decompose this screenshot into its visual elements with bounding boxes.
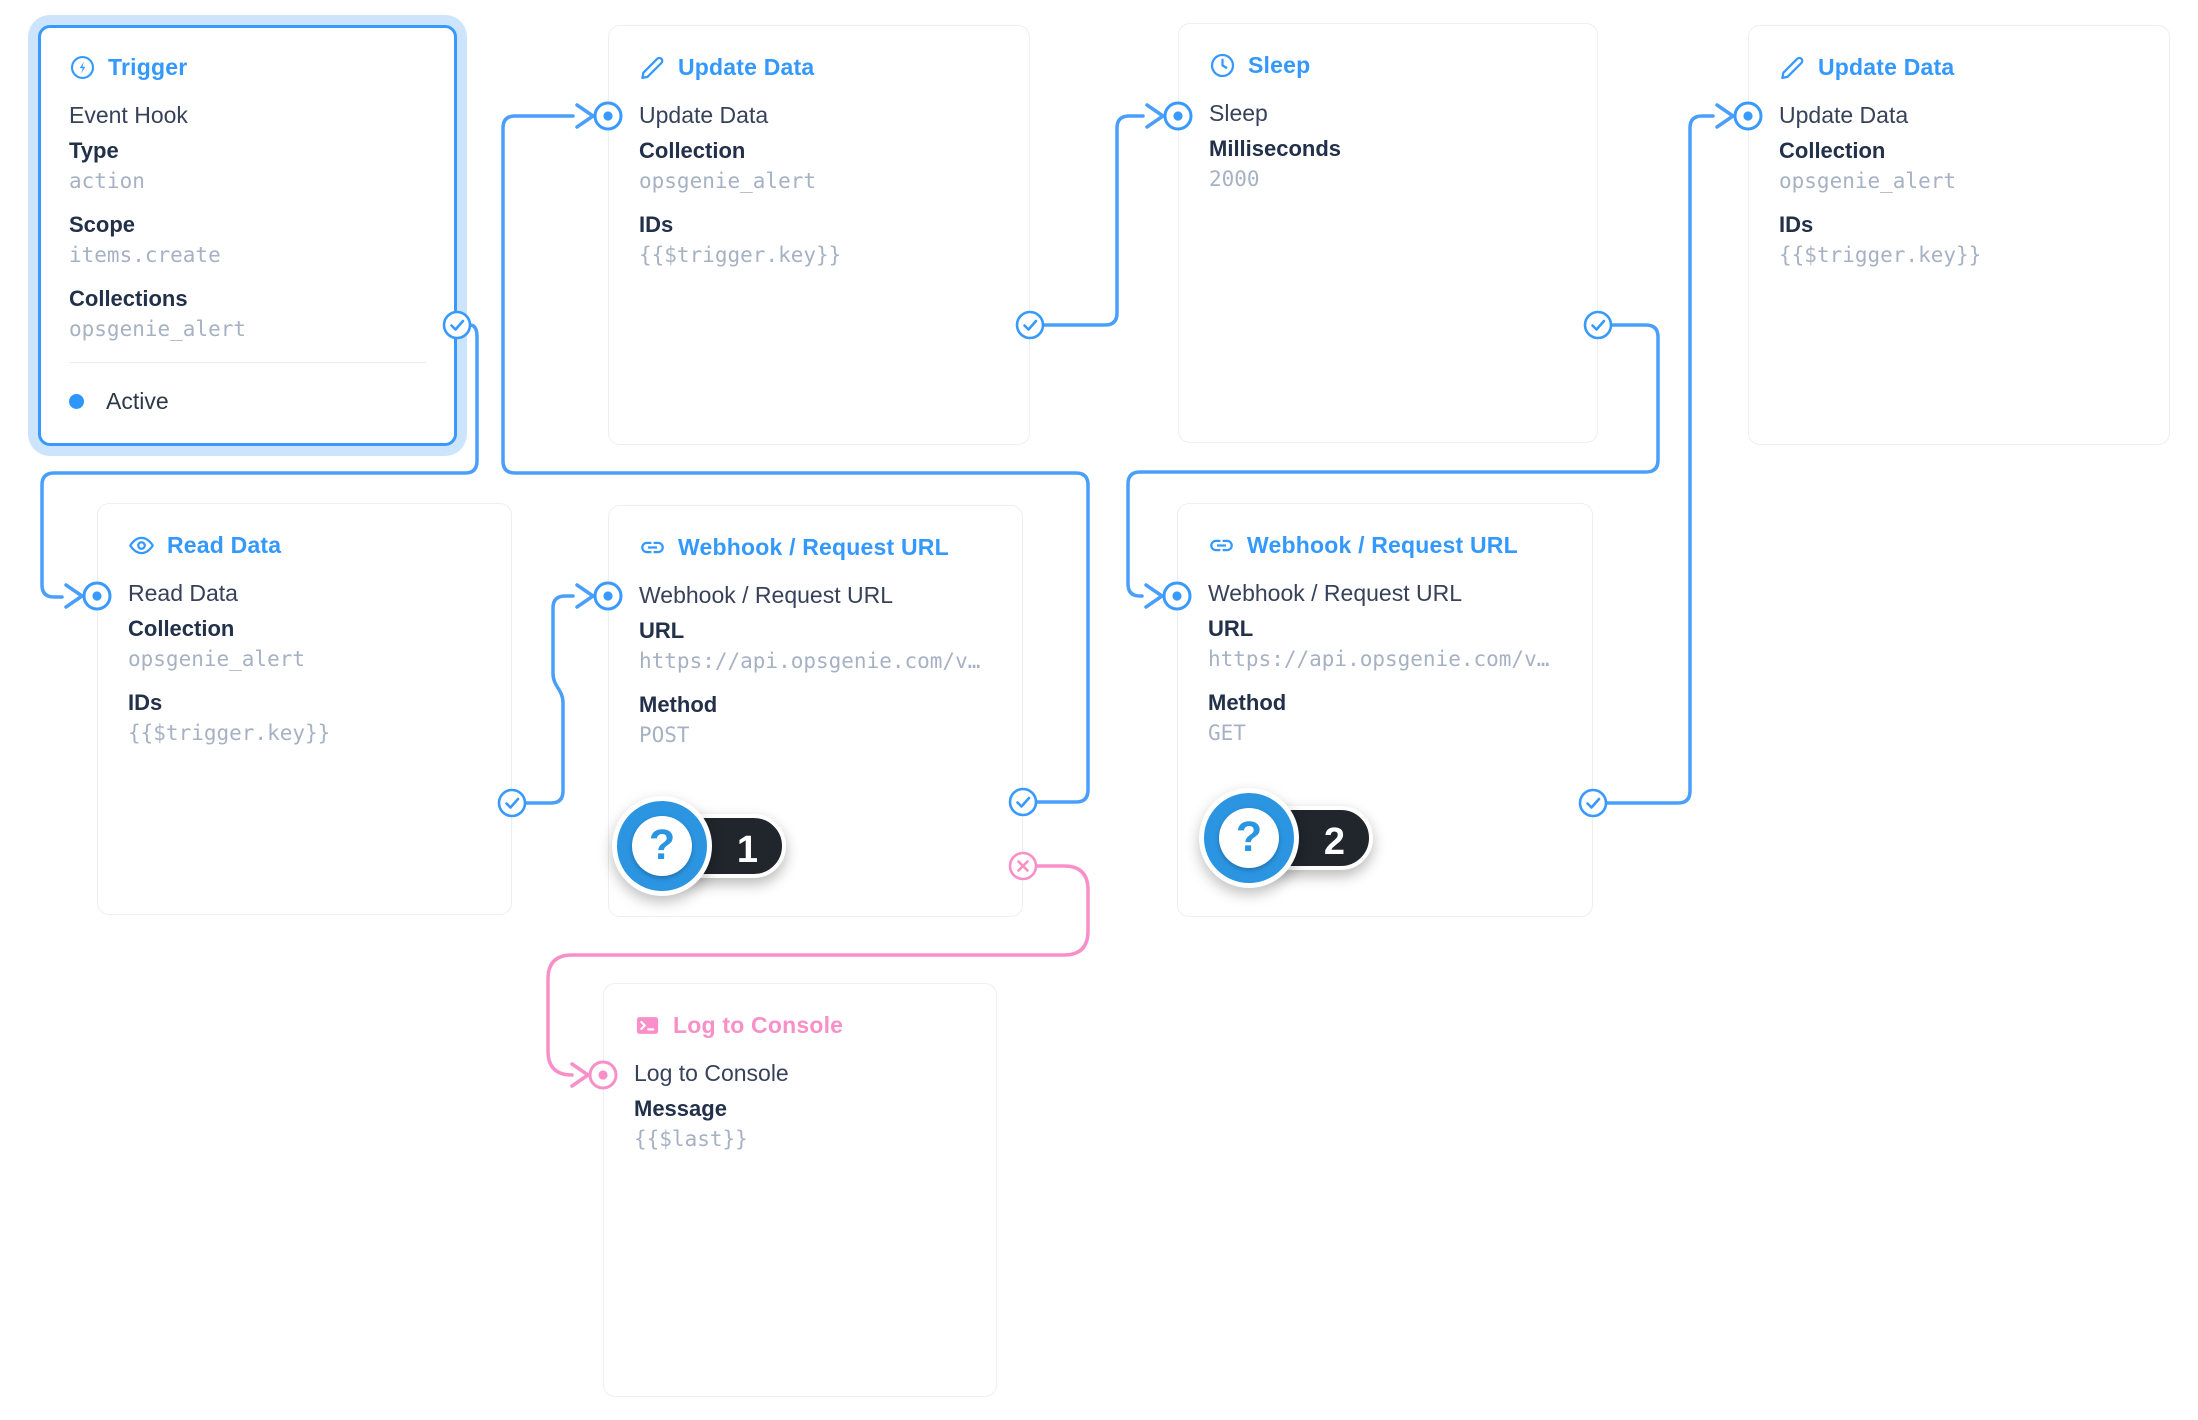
run-badge-webhook-1[interactable]: 1 ?: [612, 796, 812, 916]
node-sleep[interactable]: Sleep Sleep Milliseconds 2000: [1178, 23, 1598, 443]
node-field: Collection opsgenie_alert: [639, 138, 817, 193]
node-field: Type action: [69, 138, 145, 193]
node-field: IDs {{$trigger.key}}: [128, 690, 331, 745]
run-badge-webhook-2[interactable]: 2 ?: [1199, 788, 1399, 908]
node-header-label: Webhook / Request URL: [1247, 531, 1518, 558]
arrowhead-icon: [575, 103, 595, 129]
node-field: IDs {{$trigger.key}}: [639, 212, 842, 267]
node-header-label: Update Data: [1818, 53, 1955, 80]
node-field: Collection opsgenie_alert: [1779, 138, 1957, 193]
pencil-icon: [1779, 54, 1806, 81]
wire-webhook2-to-update2: [1604, 114, 1715, 805]
node-field: Collections opsgenie_alert: [69, 286, 247, 341]
arrowhead-icon: [570, 1062, 590, 1088]
node-header: Trigger: [69, 52, 426, 82]
node-log-to-console[interactable]: Log to Console Log to Console Message {{…: [603, 983, 997, 1397]
status-label: Active: [106, 387, 169, 414]
node-read-data[interactable]: Read Data Read Data Collection opsgenie_…: [97, 503, 512, 915]
node-field: Collection opsgenie_alert: [128, 616, 306, 671]
node-header: Sleep: [1209, 50, 1567, 80]
node-field: Scope items.create: [69, 212, 221, 267]
node-title: Update Data: [1779, 102, 1909, 128]
node-field: Method POST: [639, 692, 718, 747]
pencil-icon: [639, 54, 666, 81]
node-update-data-2[interactable]: Update Data Update Data Collection opsge…: [1748, 25, 2170, 445]
clock-icon: [1209, 52, 1236, 79]
node-header-label: Read Data: [167, 531, 282, 558]
node-field: URL https://api.opsgenie.com/v…: [639, 618, 981, 673]
node-header: Update Data: [1779, 52, 2139, 82]
node-header: Webhook / Request URL: [639, 532, 992, 562]
terminal-icon: [634, 1012, 661, 1039]
node-header-label: Webhook / Request URL: [678, 533, 949, 560]
node-field: IDs {{$trigger.key}}: [1779, 212, 1982, 267]
arrowhead-icon: [64, 583, 84, 609]
node-header: Webhook / Request URL: [1208, 530, 1562, 560]
node-title: Sleep: [1209, 100, 1268, 126]
node-header-label: Update Data: [678, 53, 815, 80]
question-mark-icon: ?: [1199, 788, 1299, 888]
zap-circle-icon: [69, 54, 96, 81]
node-update-data-1[interactable]: Update Data Update Data Collection opsge…: [608, 25, 1030, 445]
link-icon: [639, 534, 666, 561]
wire-read-to-webhook1: [523, 594, 575, 805]
node-header: Log to Console: [634, 1010, 966, 1040]
arrowhead-icon: [1715, 103, 1735, 129]
node-trigger[interactable]: Trigger Event Hook Type action Scope ite…: [38, 25, 457, 446]
node-header: Update Data: [639, 52, 999, 82]
node-header: Read Data: [128, 530, 481, 560]
arrowhead-icon: [1145, 103, 1165, 129]
node-field: Milliseconds 2000: [1209, 136, 1342, 191]
active-dot-icon: [69, 393, 84, 409]
node-field: URL https://api.opsgenie.com/v…: [1208, 616, 1550, 671]
eye-icon: [128, 532, 155, 559]
link-icon: [1208, 532, 1235, 559]
status-row: Active: [69, 362, 426, 421]
arrowhead-icon: [1144, 583, 1164, 609]
node-header-label: Log to Console: [673, 1011, 844, 1038]
arrowhead-icon: [575, 583, 595, 609]
node-field: Method GET: [1208, 690, 1287, 745]
wire-update1-to-sleep: [1041, 114, 1145, 327]
node-header-label: Trigger: [108, 53, 188, 80]
question-mark-icon: ?: [612, 796, 712, 896]
node-field: Message {{$last}}: [634, 1096, 748, 1151]
node-title: Event Hook: [69, 102, 188, 128]
node-header-label: Sleep: [1248, 51, 1311, 78]
